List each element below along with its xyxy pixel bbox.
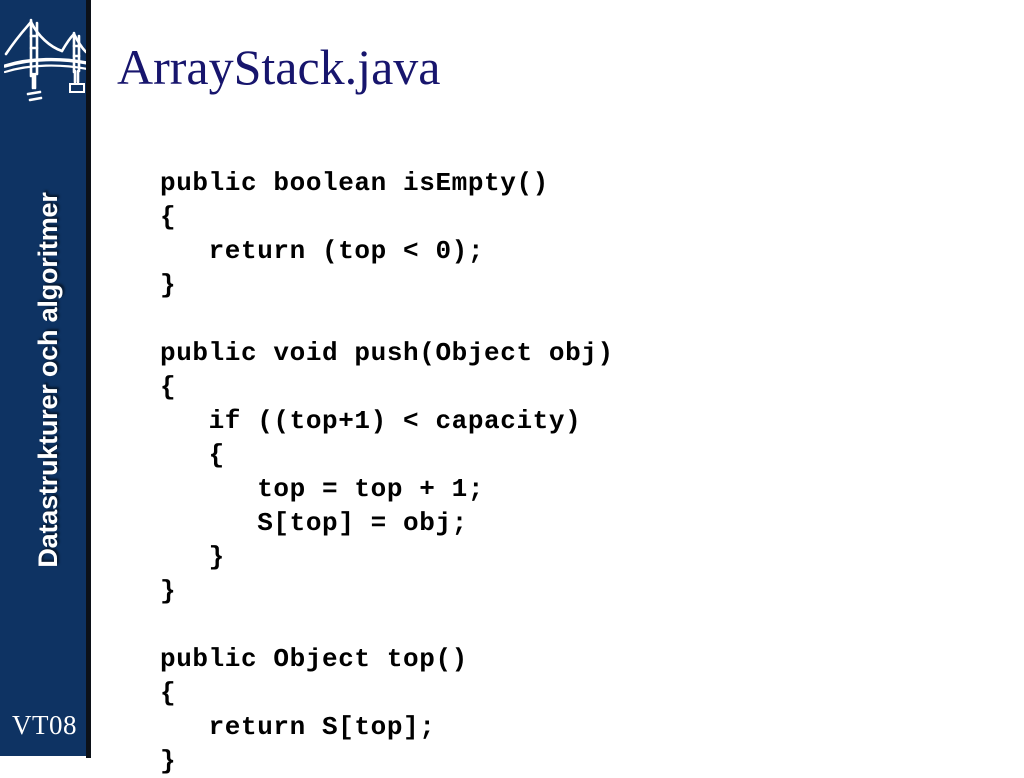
code-line: }	[160, 576, 177, 606]
code-line: }	[160, 542, 225, 572]
code-line: {	[160, 372, 177, 402]
sidebar-course-title: Datastrukturer och algoritmer	[33, 192, 63, 568]
sidebar: Datastrukturer och algoritmer VT08	[0, 0, 86, 756]
code-line	[160, 608, 1000, 642]
code-line: public void push(Object obj)	[160, 338, 614, 368]
code-line: {	[160, 440, 225, 470]
page-title: ArrayStack.java	[117, 39, 441, 95]
code-line: return S[top];	[160, 712, 436, 742]
code-line: S[top] = obj;	[160, 508, 468, 538]
code-line: if ((top+1) < capacity)	[160, 406, 582, 436]
sidebar-shadow-divider	[86, 0, 91, 758]
code-line: public Object top()	[160, 644, 468, 674]
code-line: {	[160, 678, 177, 708]
code-listing: public boolean isEmpty() { return (top < …	[160, 166, 1000, 778]
code-line: top = top + 1;	[160, 474, 485, 504]
code-line: return (top < 0);	[160, 236, 485, 266]
code-line: }	[160, 746, 177, 776]
code-line: {	[160, 202, 177, 232]
code-line	[160, 302, 1000, 336]
suspension-bridge-logo-icon	[3, 14, 86, 114]
code-line: }	[160, 270, 177, 300]
code-line: public boolean isEmpty()	[160, 168, 549, 198]
term-label: VT08	[12, 710, 77, 740]
